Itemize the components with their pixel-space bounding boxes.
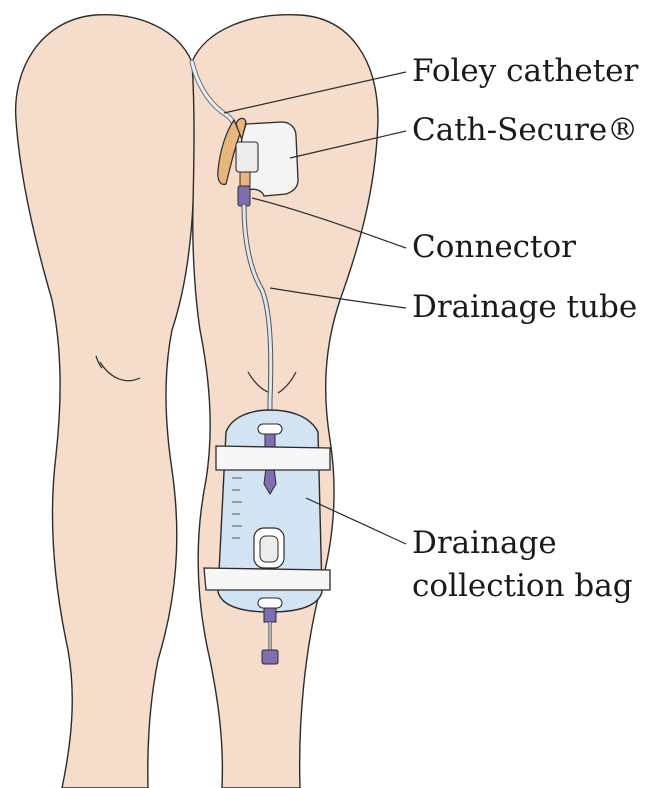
label-foley-catheter: Foley catheter (412, 52, 638, 90)
label-cath-secure: Cath-Secure® (412, 111, 638, 149)
left-leg (16, 15, 196, 788)
connector-piece (238, 186, 250, 206)
upper-strap (216, 446, 330, 470)
lower-strap (204, 568, 330, 590)
label-drainage-bag-line1: Drainage (412, 524, 557, 562)
label-drainage-bag-line2: collection bag (412, 567, 633, 605)
legs (16, 15, 378, 788)
label-connector: Connector (412, 228, 576, 266)
label-drainage-tube: Drainage tube (412, 288, 637, 326)
